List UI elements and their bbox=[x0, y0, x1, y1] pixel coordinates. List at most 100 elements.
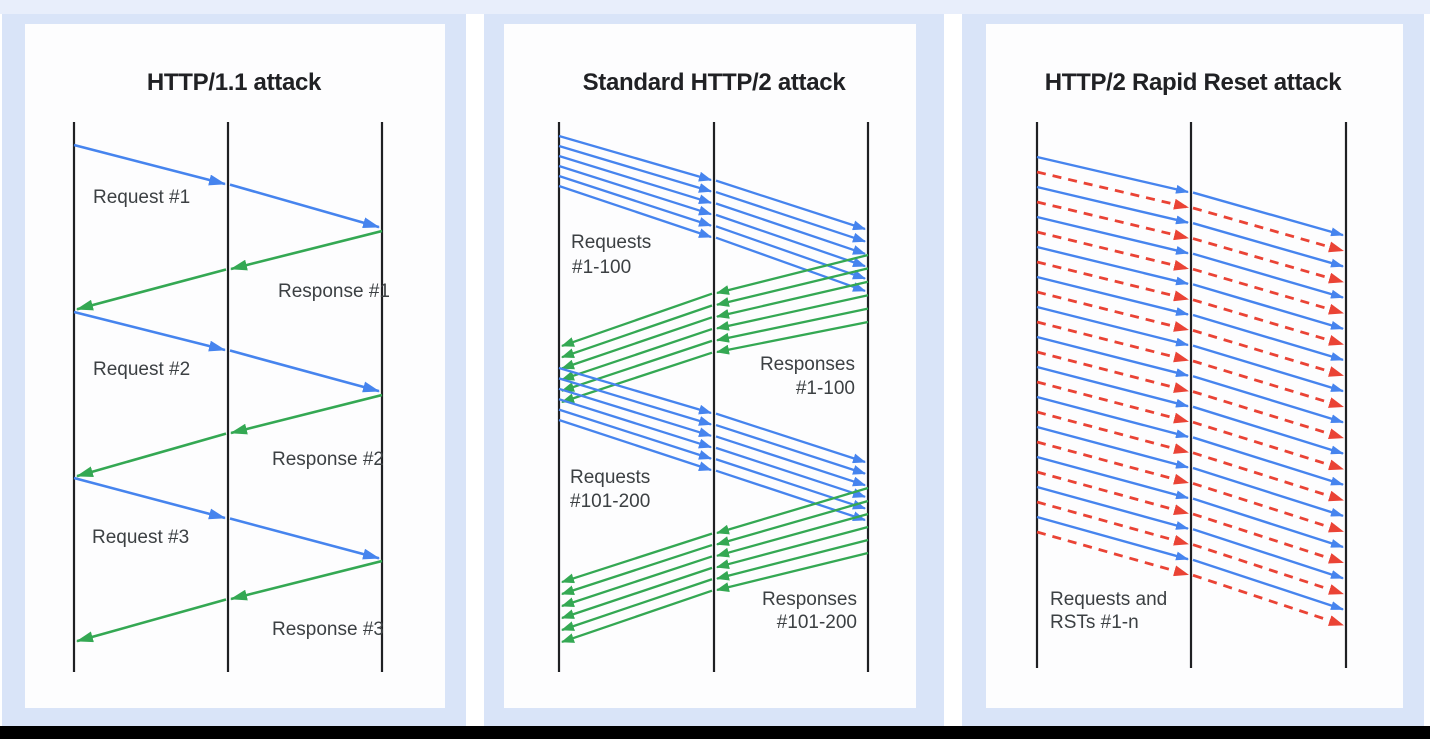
response-arrow bbox=[561, 589, 713, 644]
response-arrow bbox=[76, 268, 227, 311]
request-arrow bbox=[558, 366, 712, 415]
panel-title-standard-http2: Standard HTTP/2 attack bbox=[582, 69, 846, 96]
response-arrow bbox=[716, 320, 869, 355]
rst-arrow bbox=[1036, 200, 1189, 241]
response-arrow bbox=[561, 316, 713, 370]
request-arrow bbox=[715, 213, 866, 268]
request-arrow bbox=[715, 435, 866, 487]
flow-label: #101-200 bbox=[777, 612, 857, 633]
response-arrow bbox=[716, 280, 869, 319]
request-arrow bbox=[558, 144, 712, 193]
request-arrow bbox=[1192, 191, 1344, 237]
rst-arrow bbox=[1036, 530, 1189, 577]
request-arrow bbox=[1036, 185, 1189, 225]
request-arrow bbox=[1192, 528, 1344, 580]
response-arrow bbox=[561, 555, 713, 608]
response-arrow bbox=[716, 253, 869, 295]
request-arrow bbox=[1036, 215, 1189, 255]
rst-arrow bbox=[1036, 290, 1189, 332]
request-arrow bbox=[1036, 425, 1189, 469]
request-arrow bbox=[1036, 365, 1189, 408]
response-arrow bbox=[561, 292, 713, 348]
response-arrow bbox=[716, 512, 869, 558]
request-arrow bbox=[73, 310, 226, 352]
flow-label: #101-200 bbox=[570, 491, 650, 512]
request-arrow bbox=[715, 190, 866, 243]
response-arrow bbox=[561, 566, 713, 620]
letterbox-bar bbox=[0, 726, 1430, 739]
flow-label: Requests bbox=[571, 232, 651, 253]
request-arrow bbox=[558, 387, 712, 438]
sequence-diagram-http11: Request #1 Response #1 Request #2 Response … bbox=[72, 122, 390, 672]
response-arrow bbox=[230, 229, 383, 271]
request-arrow bbox=[1192, 405, 1344, 455]
request-arrow bbox=[1192, 283, 1344, 330]
request-arrow bbox=[1036, 275, 1189, 316]
request-arrow bbox=[558, 174, 712, 227]
flow-label: Request #1 bbox=[93, 187, 190, 208]
response-arrow bbox=[230, 559, 383, 601]
request-arrow bbox=[1192, 222, 1344, 268]
request-arrow bbox=[1192, 375, 1344, 424]
rst-arrow bbox=[1192, 329, 1344, 377]
request-arrow bbox=[715, 446, 866, 498]
request-arrow bbox=[1192, 344, 1344, 393]
request-arrow bbox=[1192, 252, 1344, 299]
rst-arrow bbox=[1036, 440, 1189, 485]
response-arrow bbox=[561, 339, 713, 392]
response-arrow bbox=[716, 486, 869, 535]
response-arrow bbox=[561, 543, 713, 596]
rst-arrow bbox=[1192, 543, 1344, 596]
response-arrow bbox=[716, 307, 869, 343]
request-arrow bbox=[229, 349, 380, 393]
response-arrow bbox=[716, 267, 869, 307]
response-arrow bbox=[716, 525, 869, 569]
rst-arrow bbox=[1036, 380, 1189, 424]
request-arrow bbox=[715, 225, 866, 280]
flow-label: Responses bbox=[762, 589, 857, 610]
request-arrow bbox=[715, 458, 866, 510]
response-arrow bbox=[561, 304, 713, 359]
request-arrow bbox=[1036, 455, 1189, 500]
request-arrow bbox=[73, 143, 226, 186]
rst-arrow bbox=[1192, 359, 1344, 409]
request-arrow bbox=[715, 469, 866, 522]
request-arrow bbox=[1036, 305, 1189, 347]
rst-arrow bbox=[1192, 390, 1344, 440]
response-arrow bbox=[561, 327, 713, 381]
request-arrow bbox=[1192, 558, 1344, 611]
flow-label: Request #3 bbox=[92, 527, 189, 548]
rst-arrow bbox=[1192, 237, 1344, 284]
flow-label: Response #1 bbox=[278, 281, 390, 302]
rst-arrow bbox=[1036, 260, 1189, 302]
request-arrow bbox=[73, 476, 226, 520]
rst-arrow bbox=[1036, 170, 1189, 210]
request-arrow bbox=[1192, 313, 1344, 362]
request-arrow bbox=[558, 164, 712, 216]
request-arrow bbox=[1036, 155, 1189, 194]
rst-arrow bbox=[1192, 451, 1344, 502]
request-arrow bbox=[558, 154, 712, 205]
request-arrow bbox=[715, 412, 866, 464]
rst-arrow bbox=[1192, 267, 1344, 315]
request-arrow bbox=[558, 134, 712, 182]
request-arrow bbox=[229, 183, 380, 229]
request-arrow bbox=[558, 184, 712, 239]
response-arrow bbox=[716, 499, 869, 546]
flow-label: Responses bbox=[760, 354, 855, 375]
flow-label: Request #2 bbox=[93, 359, 190, 380]
flow-label: Response #3 bbox=[272, 619, 384, 640]
request-arrow bbox=[558, 418, 712, 472]
flow-label: RSTs #1-n bbox=[1050, 612, 1139, 633]
request-arrow bbox=[1036, 335, 1189, 377]
flow-label: Requests and bbox=[1050, 589, 1167, 610]
rst-arrow bbox=[1036, 410, 1189, 454]
request-arrow bbox=[715, 236, 866, 293]
top-strip bbox=[0, 0, 1430, 14]
response-arrow bbox=[76, 598, 227, 643]
rst-arrow bbox=[1036, 470, 1189, 516]
rst-arrow bbox=[1192, 573, 1344, 627]
